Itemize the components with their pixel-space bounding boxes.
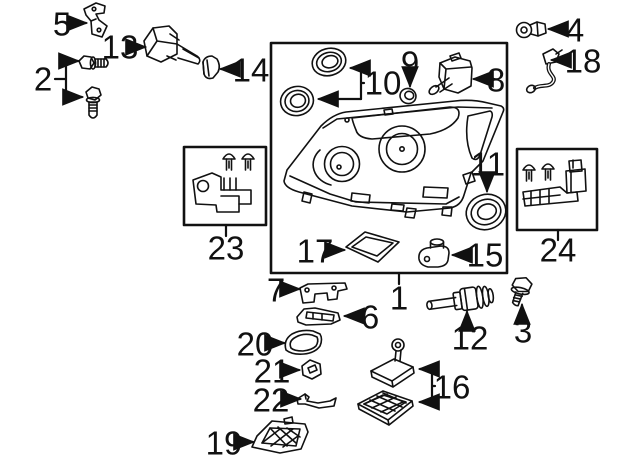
callout-14[interactable]: 14 [232,51,270,89]
callout-18[interactable]: 18 [564,42,602,80]
part-18-wire-harness [525,48,563,94]
callout-leaders [53,14,572,451]
callout-16[interactable]: 16 [433,368,471,406]
part-4-retainer [515,21,547,39]
part-2-bolt-vertical [85,86,102,119]
part-16-cover-tray [357,390,414,426]
callout-9[interactable]: 9 [400,44,420,82]
part-14-bulb [202,55,221,80]
bracket-10 [359,66,366,101]
callout-7[interactable]: 7 [266,271,286,309]
callout-12[interactable]: 12 [451,319,489,357]
callout-10[interactable]: 10 [364,64,402,102]
part-9-cap [399,87,417,105]
part-3-bolt [510,276,533,307]
assembly-group-box [269,41,509,275]
part-15-actuator [418,238,450,268]
callout-5[interactable]: 5 [52,5,72,43]
part-12-igniter [426,285,495,312]
callout-2[interactable]: 2 [33,60,53,98]
part-10-seal-cap-upper [311,47,347,77]
part-6-retainer [296,307,341,326]
part-19-vent-cover [251,416,309,454]
callout-13[interactable]: 13 [101,28,139,66]
callout-11[interactable]: 11 [470,145,506,183]
callout-6[interactable]: 6 [360,298,380,336]
callout-3[interactable]: 3 [513,312,533,350]
part-16-ballast [370,338,415,388]
callout-22[interactable]: 22 [252,381,290,419]
part-17-gasket [345,231,400,263]
part-5-bracket [83,2,108,38]
callout-17[interactable]: 17 [296,232,334,270]
part-7-bracket [299,282,348,304]
part-1-headlamp-assembly [283,99,505,219]
part-11-seal-cap [465,193,507,231]
part-2-bolt-horizontal [78,55,109,70]
part-10-seal-cap-lower [279,85,315,117]
callout-1[interactable]: 1 [389,279,409,317]
part-8-socket [428,52,473,96]
callout-4[interactable]: 4 [565,11,585,49]
callout-23[interactable]: 23 [207,229,245,267]
part-22-bracket [296,393,337,409]
part-23-screws-and-bracket [192,153,255,213]
part-13-bulb [143,25,201,65]
callout-21[interactable]: 21 [253,352,291,390]
callout-19[interactable]: 19 [205,424,243,462]
part-24-screws-and-bracket [522,159,587,207]
callout-24[interactable]: 24 [539,231,577,269]
callout-20[interactable]: 20 [236,325,274,363]
callout-8[interactable]: 8 [486,61,506,99]
part-21-clip [301,359,322,380]
bracket-kit-box-24 [515,147,599,232]
bracket-2 [53,59,68,99]
part-20-gasket [284,329,323,355]
callout-15[interactable]: 15 [466,236,504,274]
